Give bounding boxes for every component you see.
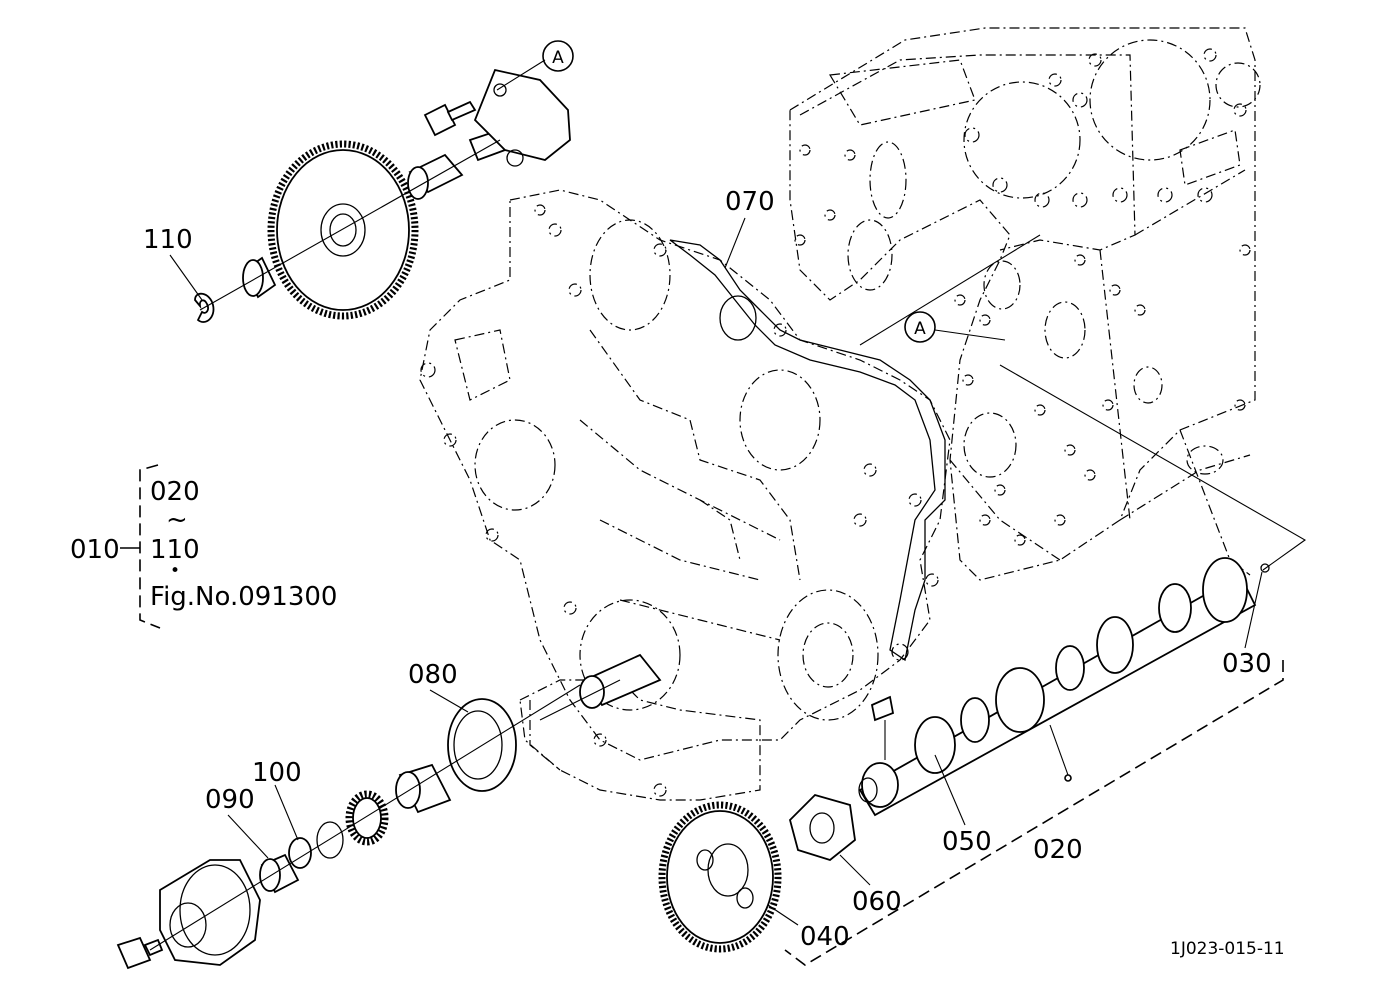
thrust-plate-060 — [788, 793, 856, 862]
leader-080 — [429, 689, 469, 713]
cam-axis-point — [1260, 563, 1270, 573]
crankshaft-spline — [579, 653, 662, 709]
ref-line-a-mid — [859, 234, 1041, 346]
label-060: 060 — [852, 887, 902, 917]
ref-line-a-top — [496, 59, 546, 91]
leader-020b — [1049, 724, 1069, 776]
label-090: 090 — [205, 785, 255, 815]
collar-090 — [259, 853, 300, 894]
gasket-070 — [669, 239, 946, 662]
crank-gear — [345, 790, 389, 846]
drawing-code: 1J023-015-11 — [1170, 939, 1285, 959]
label-040: 040 — [800, 922, 850, 952]
label-020-lower: 020 — [1033, 835, 1083, 865]
idle-gear-axis — [199, 139, 501, 311]
legend-dot: • — [170, 561, 180, 581]
circlip-110 — [194, 292, 215, 323]
svg-text:A: A — [914, 319, 926, 339]
engine-block-outline — [789, 27, 1261, 581]
idle-gear — [267, 140, 419, 320]
o-ring — [316, 821, 344, 859]
leader-100 — [274, 784, 299, 841]
collar — [242, 256, 277, 299]
ref-marker-a-mid: A — [904, 311, 936, 343]
legend-fig-ref: Fig.No.091300 — [150, 582, 337, 612]
legend-range-sep: ~ — [166, 505, 188, 535]
idle-gear-bolt — [423, 100, 477, 137]
label-010: 010 — [70, 535, 120, 565]
leader-110 — [169, 254, 203, 301]
label-110-top: 110 — [143, 225, 193, 255]
crank-axis — [149, 684, 581, 951]
group-legend: 010 020 ~ 110 • Fig.No.091300 — [70, 464, 337, 629]
crank-axis-2 — [539, 679, 621, 721]
svg-text:A: A — [552, 48, 564, 68]
label-080: 080 — [408, 660, 458, 690]
leader-090 — [227, 814, 269, 859]
cam-axis — [999, 364, 1307, 571]
thrust-plate-060-hole — [809, 812, 835, 844]
idle-gear-shaft — [407, 68, 571, 200]
ref-marker-a-top: A — [542, 40, 574, 72]
leader-060 — [839, 854, 871, 886]
crank-collar — [395, 763, 452, 814]
leader-040 — [767, 904, 799, 926]
gasket-070-hole — [719, 295, 757, 341]
label-050: 050 — [942, 827, 992, 857]
label-070: 070 — [725, 187, 775, 217]
leader-020b-dot — [1064, 774, 1072, 782]
leader-050 — [934, 754, 966, 826]
cam-gear-040 — [658, 801, 782, 953]
group-020-boundary — [784, 660, 1284, 966]
camshaft-020 — [858, 557, 1257, 817]
legend-110: 110 — [150, 535, 200, 565]
ref-line-a-mid-2 — [934, 329, 1006, 341]
group-legend-bracket — [139, 464, 161, 629]
leader-030 — [1244, 571, 1263, 649]
legend-020: 020 — [150, 477, 200, 507]
gear-case-outline — [419, 189, 951, 801]
key-050 — [870, 695, 895, 722]
label-030: 030 — [1222, 649, 1272, 679]
label-100: 100 — [252, 758, 302, 788]
pulley-bolt — [116, 936, 164, 970]
leader-070 — [724, 217, 746, 269]
